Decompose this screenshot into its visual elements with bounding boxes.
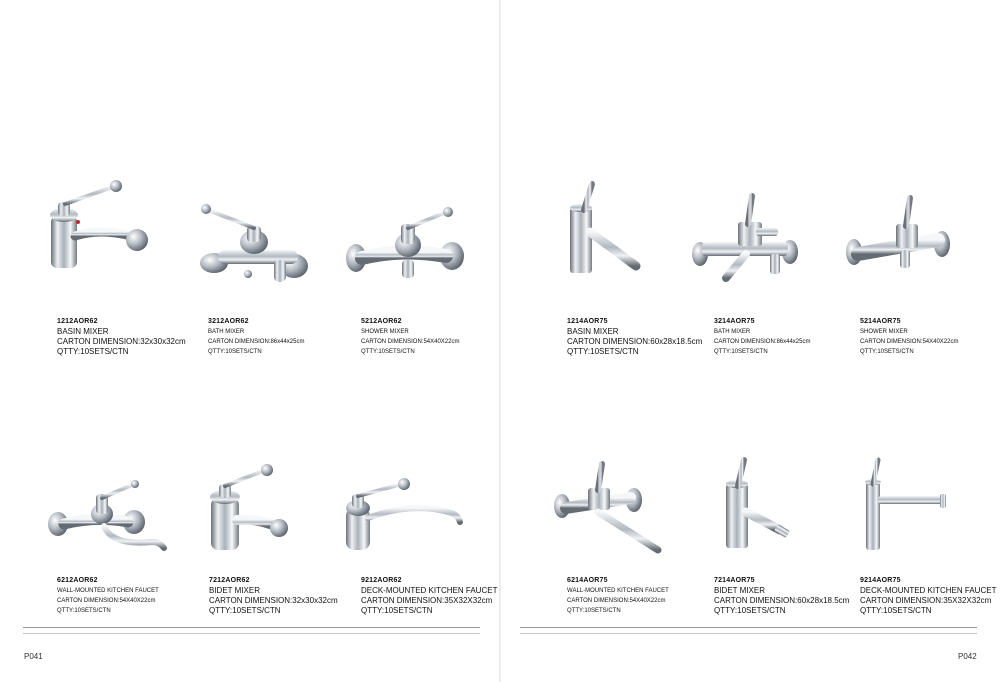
carton-dimension: CARTON DIMENSION:60x28x18.5cm (714, 596, 850, 605)
shower-mixer-image (342, 200, 472, 295)
product-name: BASIN MIXER (567, 327, 619, 336)
product-name: BATH MIXER (208, 329, 245, 335)
quantity: QTTY:10SETS/CTN (208, 349, 262, 355)
product-code: 1214AOR75 (567, 318, 608, 325)
footer-rule-thin (520, 633, 977, 634)
product-name: WALL-MOUNTED KITCHEN FAUCET (57, 588, 159, 594)
product-name: SHOWER MIXER (361, 329, 409, 335)
wall-kitchen-faucet-image (42, 478, 172, 573)
product-code: 6214AOR75 (567, 577, 608, 584)
quantity: QTTY:10SETS/CTN (567, 347, 639, 356)
bath-mixer-image (686, 192, 816, 287)
product-name: BIDET MIXER (714, 586, 765, 595)
bidet-mixer-image (205, 462, 335, 557)
product-code: 9212AOR62 (361, 577, 402, 584)
page-number: P042 (958, 652, 977, 661)
page-number: P041 (24, 652, 43, 661)
carton-dimension: CARTON DIMENSION:60x28x18.5cm (567, 337, 703, 346)
carton-dimension: CARTON DIMENSION:35X32X32cm (361, 596, 493, 605)
product-code: 5212AOR62 (361, 318, 402, 325)
product-code: 7212AOR62 (209, 577, 250, 584)
catalog-page-left: 1212AOR62 BASIN MIXER CARTON DIMENSION:3… (23, 178, 497, 661)
quantity: QTTY:10SETS/CTN (209, 606, 281, 615)
catalog-page-right: 1214AOR75 BASIN MIXER CARTON DIMENSION:6… (500, 0, 1000, 682)
carton-dimension: CARTON DIMENSION:54X40X22cm (57, 598, 156, 604)
quantity: QTTY:10SETS/CTN (860, 349, 914, 355)
product-name: SHOWER MIXER (860, 329, 908, 335)
carton-dimension: CARTON DIMENSION:32x30x32cm (57, 337, 186, 346)
basin-mixer-image (45, 178, 175, 273)
carton-dimension: CARTON DIMENSION:54X40X22cm (567, 598, 666, 604)
bidet-mixer-image (718, 456, 848, 551)
carton-dimension: CARTON DIMENSION:86x44x25cm (208, 339, 305, 345)
deck-kitchen-faucet-image (858, 456, 988, 551)
shower-mixer-image (840, 192, 970, 287)
quantity: QTTY:10SETS/CTN (361, 349, 415, 355)
product-code: 6212AOR62 (57, 577, 98, 584)
product-name: BIDET MIXER (209, 586, 260, 595)
footer-rule-thin (23, 633, 480, 634)
product-code: 7214AOR75 (714, 577, 755, 584)
product-name: BASIN MIXER (57, 327, 109, 336)
carton-dimension: CARTON DIMENSION:32x30x32cm (209, 596, 338, 605)
product-name: DECK-MOUNTED KITCHEN FAUCET (860, 586, 997, 595)
quantity: QTTY:10SETS/CTN (57, 347, 129, 356)
product-code: 9214AOR75 (860, 577, 901, 584)
carton-dimension: CARTON DIMENSION:54X40X22cm (361, 339, 460, 345)
product-name: DECK-MOUNTED KITCHEN FAUCET (361, 586, 498, 595)
page-gutter (499, 0, 501, 682)
footer-rule (23, 627, 480, 628)
quantity: QTTY:10SETS/CTN (361, 606, 433, 615)
product-code: 1212AOR62 (57, 318, 98, 325)
quantity: QTTY:10SETS/CTN (567, 608, 621, 614)
product-name: BATH MIXER (714, 329, 751, 335)
product-name: WALL-MOUNTED KITCHEN FAUCET (567, 588, 669, 594)
quantity: QTTY:10SETS/CTN (714, 349, 768, 355)
product-code: 3214AOR75 (714, 318, 755, 325)
basin-mixer-image (562, 180, 692, 275)
quantity: QTTY:10SETS/CTN (860, 606, 932, 615)
product-code: 3212AOR62 (208, 318, 249, 325)
quantity: QTTY:10SETS/CTN (714, 606, 786, 615)
carton-dimension: CARTON DIMENSION:86x44x25cm (714, 339, 811, 345)
carton-dimension: CARTON DIMENSION:35X32X32cm (860, 596, 992, 605)
quantity: QTTY:10SETS/CTN (57, 608, 111, 614)
bath-mixer-image (192, 198, 322, 293)
wall-kitchen-faucet-image (548, 460, 678, 555)
carton-dimension: CARTON DIMENSION:54X40X22cm (860, 339, 959, 345)
product-code: 5214AOR75 (860, 318, 901, 325)
deck-kitchen-faucet-image (340, 472, 470, 567)
footer-rule (520, 627, 977, 628)
